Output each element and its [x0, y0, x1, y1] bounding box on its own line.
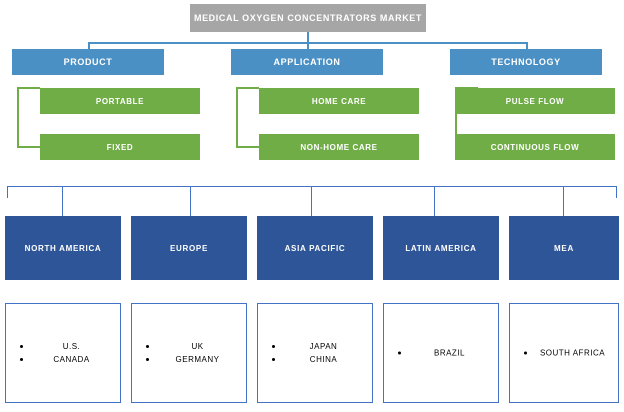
category-box-product: PRODUCT: [12, 49, 164, 75]
segment-box-home-care: HOME CARE: [259, 88, 419, 114]
country-list-asia-pacific: JAPAN CHINA: [257, 303, 373, 403]
list-item: CHINA: [272, 353, 366, 366]
segment-box-portable: PORTABLE: [40, 88, 200, 114]
list-item: U.S.: [20, 340, 114, 353]
region-box-europe: EUROPE: [131, 216, 247, 280]
region-drop-north-america: [62, 186, 64, 216]
segment-box-continuous-flow: CONTINUOUS FLOW: [455, 134, 615, 160]
list-item: CANADA: [20, 353, 114, 366]
country-list-north-america: U.S. CANADA: [5, 303, 121, 403]
root-title-box: MEDICAL OXYGEN CONCENTRATORS MARKET: [190, 4, 426, 32]
segment-box-pulse-flow: PULSE FLOW: [455, 88, 615, 114]
bracket-technology-top: [455, 87, 478, 89]
country-list-inner: UK GERMANY: [146, 340, 240, 366]
segment-box-fixed: FIXED: [40, 134, 200, 160]
list-item: BRAZIL: [398, 347, 492, 360]
region-bus-left-end: [7, 186, 9, 198]
bracket-product-bottom: [17, 146, 40, 148]
region-box-mea: MEA: [509, 216, 619, 280]
connector-application-drop: [307, 42, 309, 51]
connector-root-vertical: [307, 32, 309, 43]
list-item: GERMANY: [146, 353, 240, 366]
category-box-application: APPLICATION: [231, 49, 383, 75]
bracket-product-vertical: [17, 87, 19, 147]
region-box-latin-america: LATIN AMERICA: [383, 216, 499, 280]
region-drop-mea: [563, 186, 565, 216]
list-item: UK: [146, 340, 240, 353]
region-box-north-america: NORTH AMERICA: [5, 216, 121, 280]
list-item: JAPAN: [272, 340, 366, 353]
bracket-application-bottom: [236, 146, 259, 148]
region-bus-right-end: [616, 186, 618, 198]
country-list-latin-america: BRAZIL: [383, 303, 499, 403]
bracket-application-vertical: [236, 87, 238, 147]
segment-box-non-home-care: NON-HOME CARE: [259, 134, 419, 160]
region-box-asia-pacific: ASIA PACIFIC: [257, 216, 373, 280]
country-list-mea: SOUTH AFRICA: [509, 303, 619, 403]
country-list-europe: UK GERMANY: [131, 303, 247, 403]
bracket-product-top: [17, 87, 40, 89]
region-drop-europe: [190, 186, 192, 216]
region-drop-asia-pacific: [311, 186, 313, 216]
list-item: SOUTH AFRICA: [524, 347, 612, 360]
country-list-inner: BRAZIL: [398, 347, 492, 360]
connector-technology-drop: [526, 42, 528, 51]
category-box-technology: TECHNOLOGY: [450, 49, 602, 75]
country-list-inner: JAPAN CHINA: [272, 340, 366, 366]
region-drop-latin-america: [434, 186, 436, 216]
bracket-technology-vertical: [455, 87, 457, 147]
connector-product-drop: [88, 42, 90, 51]
country-list-inner: SOUTH AFRICA: [524, 347, 612, 360]
country-list-inner: U.S. CANADA: [20, 340, 114, 366]
bracket-application-top: [236, 87, 259, 89]
